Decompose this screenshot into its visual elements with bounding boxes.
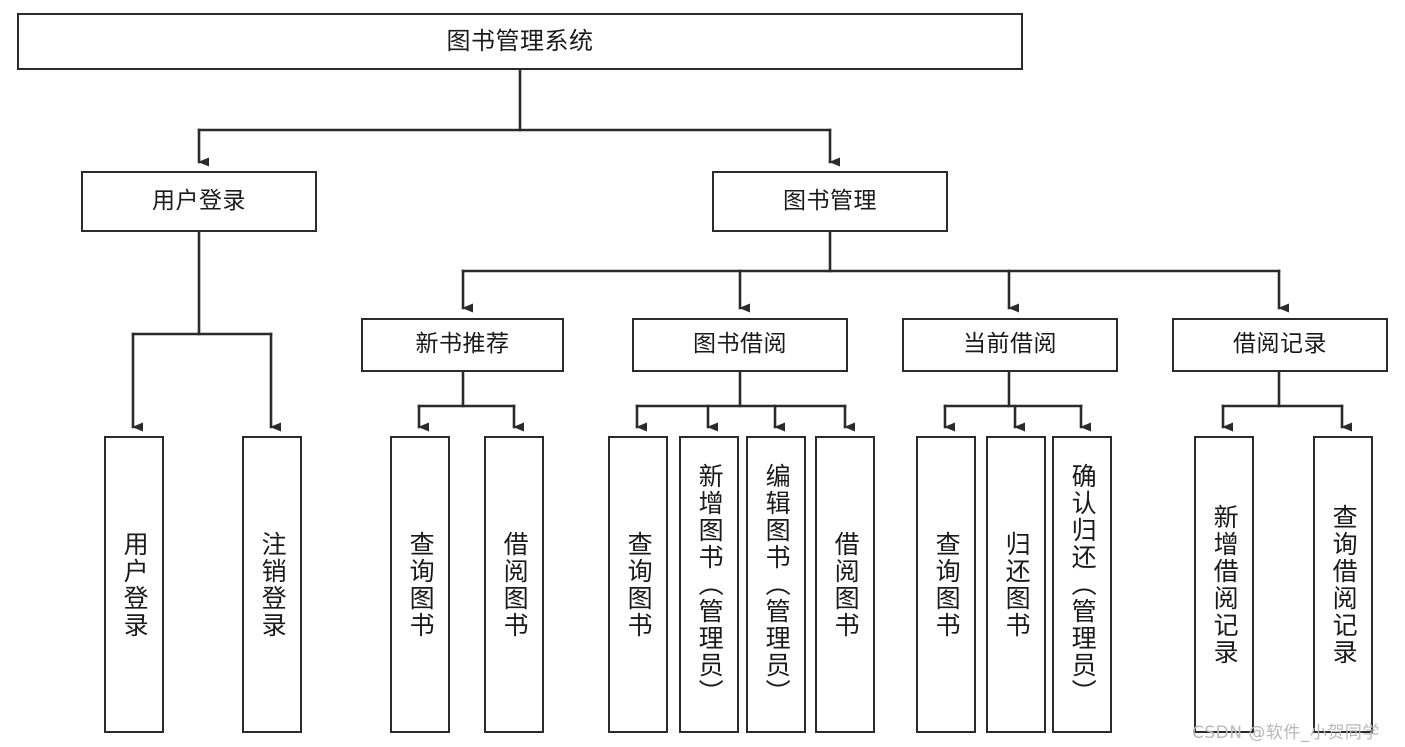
leaf-logout-login[interactable]: 注销登录 xyxy=(242,436,302,733)
node-root-book-management-system[interactable]: 图书管理系统 xyxy=(17,13,1023,70)
leaf-edit-book-admin[interactable]: 编辑图书（管理员） xyxy=(746,436,806,733)
node-label: 查询图书 xyxy=(624,530,654,639)
leaf-user-login[interactable]: 用户登录 xyxy=(104,436,164,733)
leaf-query-book-recommend[interactable]: 查询图书 xyxy=(390,436,450,733)
leaf-query-book-current[interactable]: 查询图书 xyxy=(916,436,976,733)
leaf-query-book-borrow[interactable]: 查询图书 xyxy=(608,436,668,733)
node-label: 图书借阅 xyxy=(693,331,787,358)
leaf-return-book[interactable]: 归还图书 xyxy=(986,436,1046,733)
leaf-borrow-book-recommend[interactable]: 借阅图书 xyxy=(484,436,544,733)
node-label: 确认归还（管理员） xyxy=(1068,463,1098,706)
node-new-book-recommend[interactable]: 新书推荐 xyxy=(361,318,564,372)
node-label: 归还图书 xyxy=(1002,530,1032,639)
node-current-borrow[interactable]: 当前借阅 xyxy=(902,318,1118,372)
leaf-confirm-return-admin[interactable]: 确认归还（管理员） xyxy=(1052,436,1112,733)
node-label: 查询图书 xyxy=(932,530,962,639)
node-book-management[interactable]: 图书管理 xyxy=(712,171,948,232)
node-label: 用户登录 xyxy=(120,530,150,639)
node-label: 图书管理系统 xyxy=(446,27,594,56)
node-label: 注销登录 xyxy=(258,530,288,639)
node-book-borrow[interactable]: 图书借阅 xyxy=(632,318,848,372)
node-label: 查询借阅记录 xyxy=(1329,503,1359,666)
node-label: 新增借阅记录 xyxy=(1210,503,1240,666)
watermark-text: CSDN @软件_小贺同学 xyxy=(1192,723,1380,743)
node-label: 借阅图书 xyxy=(831,530,861,639)
node-label: 借阅图书 xyxy=(500,530,530,639)
leaf-query-borrow-record[interactable]: 查询借阅记录 xyxy=(1313,436,1373,733)
node-label: 借阅记录 xyxy=(1233,331,1327,358)
leaf-borrow-book[interactable]: 借阅图书 xyxy=(815,436,875,733)
leaf-add-book-admin[interactable]: 新增图书（管理员） xyxy=(679,436,739,733)
node-label: 用户登录 xyxy=(152,187,246,214)
node-label: 当前借阅 xyxy=(963,331,1057,358)
node-label: 编辑图书（管理员） xyxy=(762,463,792,706)
leaf-add-borrow-record[interactable]: 新增借阅记录 xyxy=(1194,436,1254,733)
node-user-login[interactable]: 用户登录 xyxy=(81,171,317,232)
node-label: 查询图书 xyxy=(406,530,436,639)
node-borrow-record[interactable]: 借阅记录 xyxy=(1172,318,1388,372)
node-label: 图书管理 xyxy=(783,187,877,214)
node-label: 新增图书（管理员） xyxy=(695,463,725,706)
node-label: 新书推荐 xyxy=(415,331,510,358)
